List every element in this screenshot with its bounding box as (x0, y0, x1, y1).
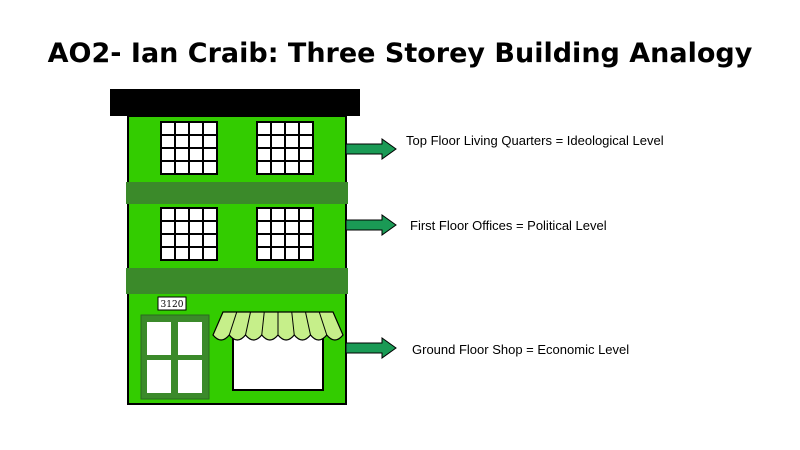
top-floor-window-right (256, 121, 314, 175)
label-ground-floor: Ground Floor Shop = Economic Level (412, 342, 630, 357)
shop-awning (212, 311, 344, 341)
first-floor-window-right (256, 207, 314, 261)
top-floor-window-left (160, 121, 218, 175)
roof (110, 89, 360, 116)
label-top-floor: Top Floor Living Quarters = Ideological … (406, 133, 664, 148)
floor-band-upper (126, 182, 348, 204)
door-number: 3120 (161, 300, 184, 310)
shop-door (140, 314, 210, 400)
floor-band-lower (126, 268, 348, 294)
arrow-top-floor (345, 138, 397, 160)
slide-title: AO2- Ian Craib: Three Storey Building An… (47, 38, 753, 69)
first-floor-window-left (160, 207, 218, 261)
arrow-first-floor (345, 214, 397, 236)
shop-window (232, 333, 324, 391)
label-first-floor: First Floor Offices = Political Level (410, 218, 607, 233)
door-number-plate (157, 296, 187, 311)
arrow-ground-floor (345, 337, 397, 359)
